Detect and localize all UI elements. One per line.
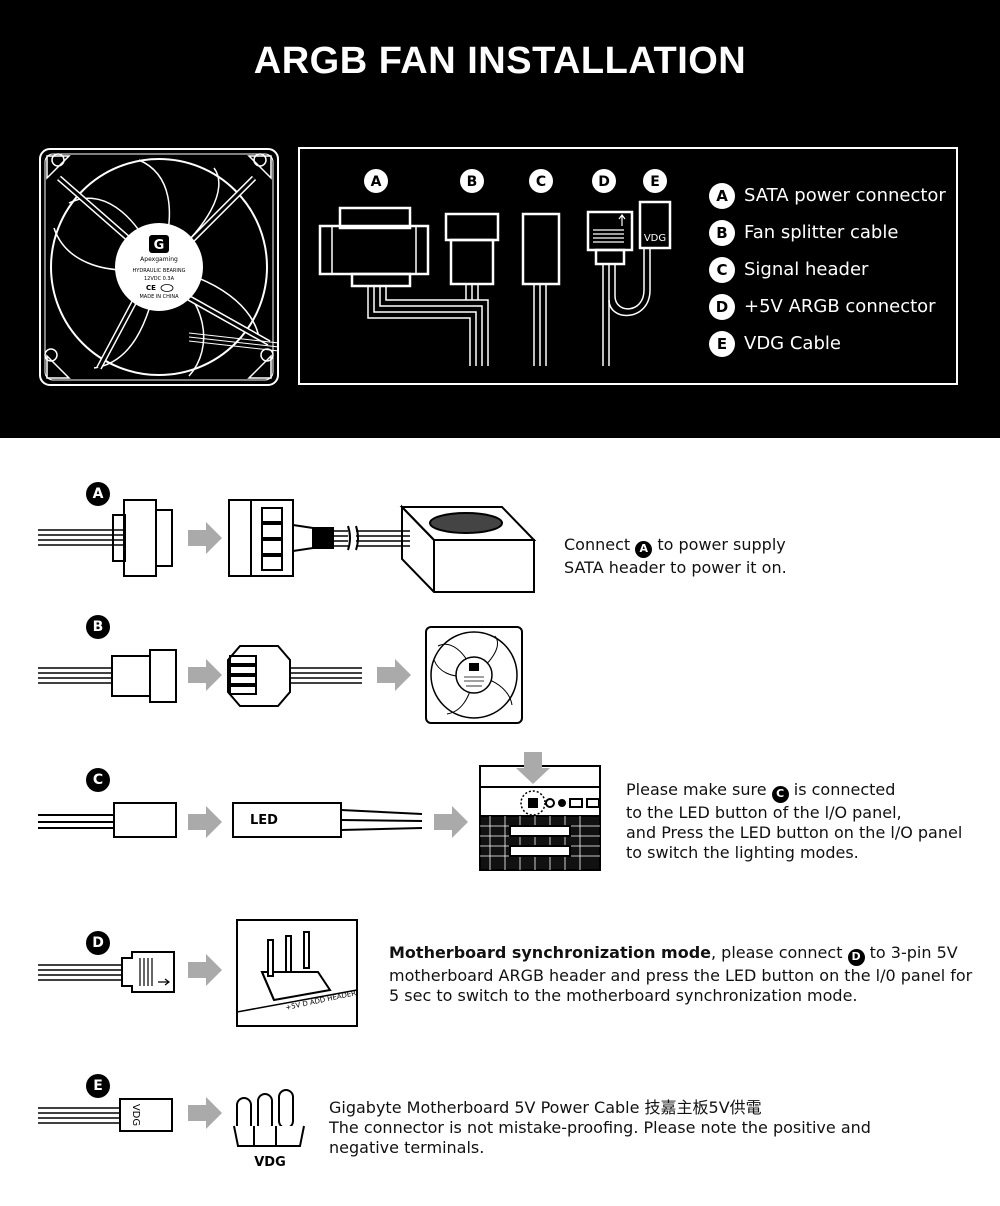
step-badge-b: B: [86, 615, 110, 639]
legend-badge: D: [709, 293, 735, 320]
connectors-panel: [298, 147, 958, 385]
step-e-text: Gigabyte Motherboard 5V Power Cable 技嘉主板…: [329, 1098, 871, 1158]
argb-connector-drawing: [586, 210, 651, 366]
connector-letter-b: B: [460, 169, 484, 193]
svg-text:CE: CE: [146, 284, 156, 292]
svg-text:D: D: [598, 174, 610, 190]
legend-label: +5V ARGB connector: [744, 296, 936, 317]
signal-header-drawing: [521, 212, 561, 366]
legend-item-e: E VDG Cable: [709, 325, 946, 362]
step-a-text: Connect A to power supply SATA header to…: [564, 535, 787, 578]
page-title: ARGB FAN INSTALLATION: [253, 40, 747, 82]
connectors-drawing: A B C D E: [318, 169, 672, 366]
svg-text:C: C: [536, 174, 546, 190]
step-e-drawing: [38, 1089, 305, 1147]
fan-label-line2: 12VDC 0.3A: [144, 276, 175, 282]
step-b-drawing: [38, 626, 523, 724]
fan-label-line3: MADE IN CHINA: [139, 294, 179, 300]
fan-brand: Apexgaming: [140, 256, 178, 263]
top-panel: ARGB FAN INSTALLATION: [0, 0, 1000, 438]
legend-badge: A: [709, 182, 735, 209]
svg-text:A: A: [371, 174, 382, 190]
step-c-drawing: [38, 765, 601, 871]
step-d-bold-lead: Motherboard synchronization mode: [389, 943, 711, 962]
connector-letter-c: C: [529, 169, 553, 193]
step-e-text-line2: The connector is not mistake-proofing. P…: [329, 1118, 871, 1137]
step-a-text-pre: Connect: [564, 535, 631, 554]
sata-connector-drawing: [318, 206, 489, 366]
legend-badge: C: [709, 256, 735, 283]
svg-text:G: G: [154, 238, 165, 253]
step-e-text-line3: negative terminals.: [329, 1138, 485, 1157]
step-d-text-line3: 5 sec to switch to the motherboard synch…: [389, 985, 858, 1005]
fan-label-line1: HYDRAULIC BEARING: [133, 268, 186, 274]
step-badge-e: E: [86, 1074, 110, 1098]
step-d-text-mid: , please connect: [711, 943, 843, 962]
inline-badge-a: A: [635, 540, 653, 558]
step-a-text-post: to power supply: [657, 535, 786, 554]
legend-item-a: A SATA power connector: [709, 177, 946, 214]
step-c-text-line2: to the LED button of the l/O panel,: [626, 802, 902, 822]
svg-text:B: B: [467, 174, 478, 190]
legend-badge: B: [709, 219, 735, 246]
legend-badge: E: [709, 330, 735, 357]
connector-letter-a: A: [364, 169, 388, 193]
vdg-header-label: VDG: [254, 1155, 286, 1170]
step-c-text-post: is connected: [793, 780, 896, 799]
connector-letter-d: D: [592, 169, 616, 193]
connector-legend: A SATA power connector B Fan splitter ca…: [709, 177, 946, 362]
down-arrow: [516, 752, 550, 784]
vdg-plug-label: VDG: [130, 1104, 141, 1126]
legend-item-b: B Fan splitter cable: [709, 214, 946, 251]
vdg-cable-drawing: [638, 200, 672, 250]
step-badge-a: A: [86, 482, 110, 506]
step-c-text: Please make sure C is connected to the L…: [626, 780, 962, 863]
step-badge-d: D: [86, 931, 110, 955]
step-a-drawing: [38, 499, 537, 593]
step-c-text-line3: and Press the LED button on the l/O pane…: [626, 822, 963, 842]
vdg-tag: VDG: [644, 233, 666, 244]
step-d-drawing: [38, 919, 358, 1027]
step-d-text-post: to 3-pin 5V: [869, 943, 958, 962]
step-d-text-line2: motherboard ARGB header and press the LE…: [389, 965, 973, 985]
step-a-text-line2: SATA header to power it on.: [564, 557, 787, 577]
legend-label: Signal header: [744, 259, 869, 280]
led-plug-label: LED: [250, 813, 278, 828]
legend-item-c: C Signal header: [709, 251, 946, 288]
inline-badge-c: C: [771, 785, 789, 803]
inline-badge-d: D: [847, 948, 865, 966]
step-c-text-pre: Please make sure: [626, 780, 767, 799]
fan-drawing: G Apexgaming HYDRAULIC BEARING 12VDC 0.3…: [39, 148, 280, 386]
legend-item-d: D +5V ARGB connector: [709, 288, 946, 325]
step-e-text-line1: Gigabyte Motherboard 5V Power Cable 技嘉主板…: [329, 1098, 762, 1117]
step-d-text: Motherboard synchronization mode, please…: [389, 943, 972, 1006]
step-badge-c: C: [86, 768, 110, 792]
svg-text:E: E: [650, 174, 660, 190]
legend-label: VDG Cable: [744, 333, 841, 354]
fan-illustration: G Apexgaming HYDRAULIC BEARING 12VDC 0.3…: [39, 148, 280, 386]
legend-label: SATA power connector: [744, 185, 946, 206]
connector-letter-e: E: [643, 169, 667, 193]
legend-label: Fan splitter cable: [744, 222, 899, 243]
step-c-text-line4: to switch the lighting modes.: [626, 842, 859, 862]
fan-splitter-drawing: [444, 212, 500, 300]
